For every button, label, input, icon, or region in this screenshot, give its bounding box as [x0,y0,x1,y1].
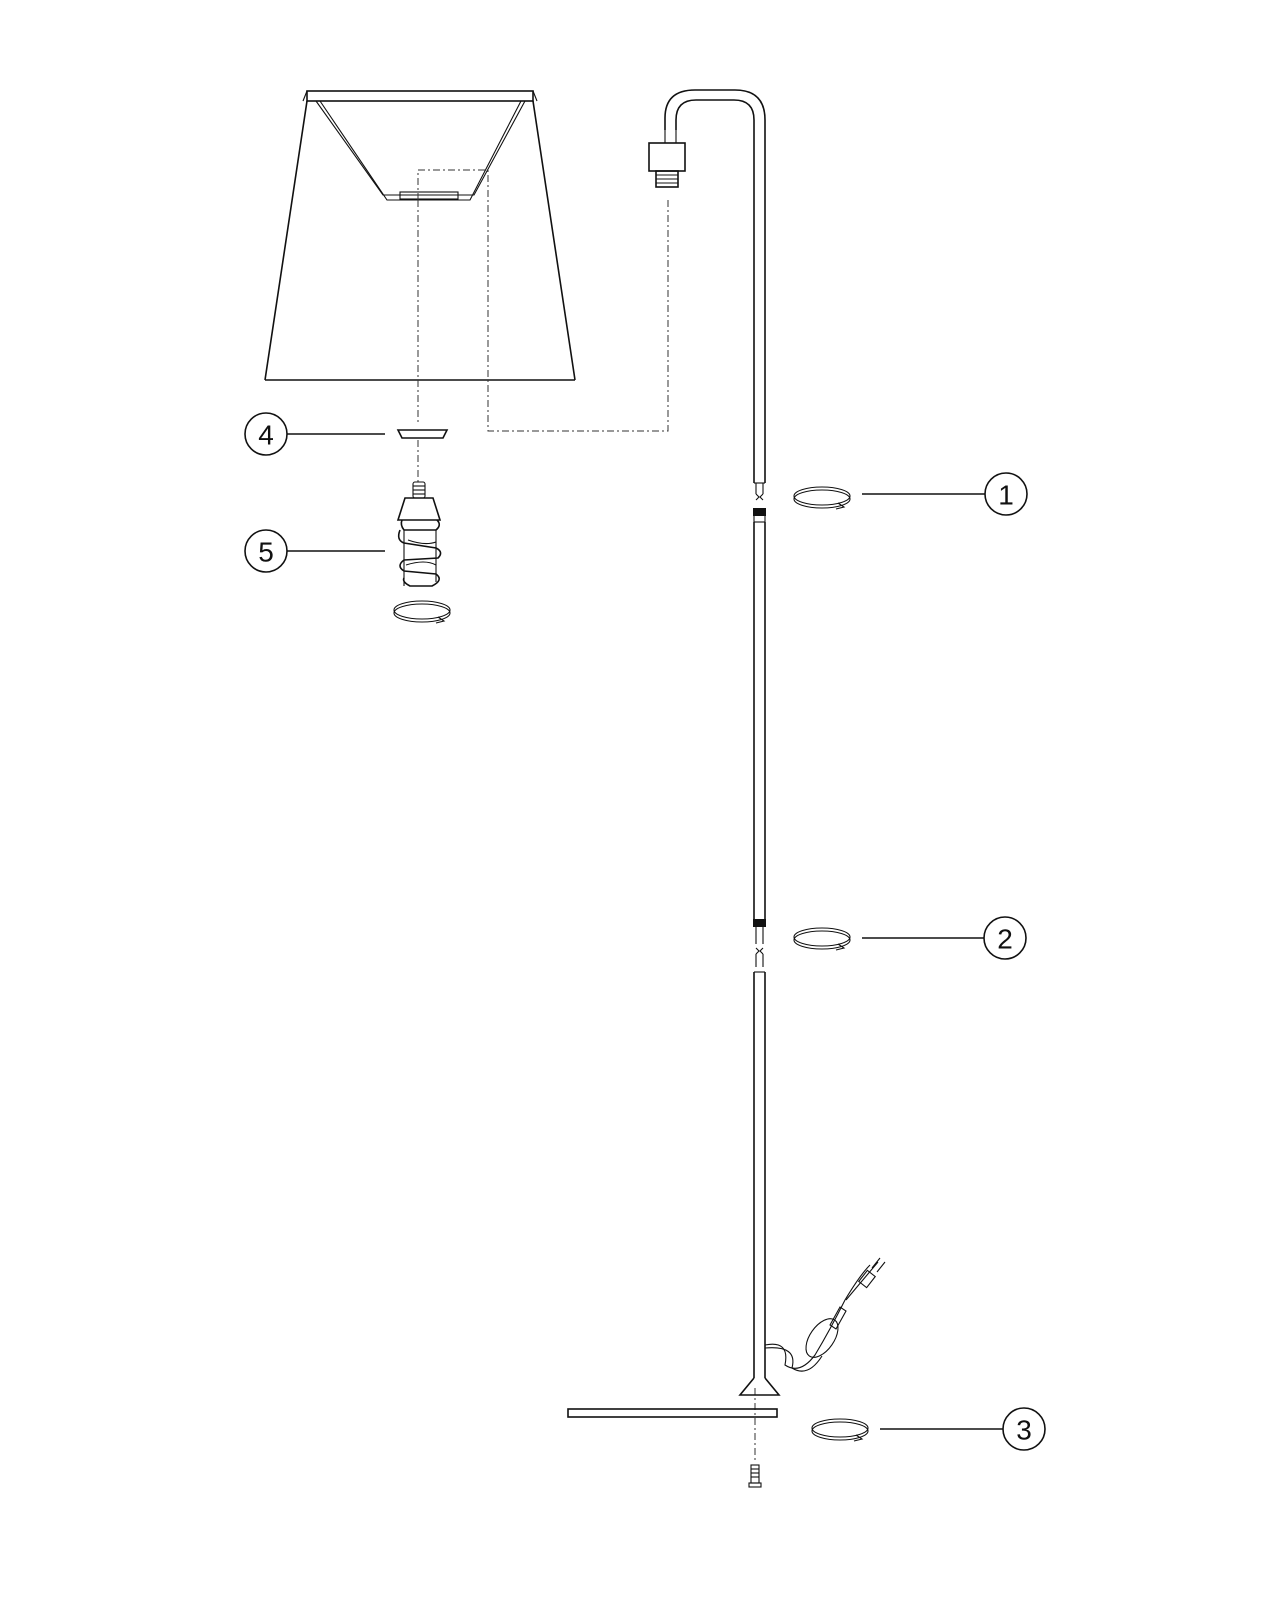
callout-5: 5 [244,529,385,573]
alignment-guides [417,169,756,1462]
rotate-arrow-icon [793,486,851,510]
lamp-pole [648,89,781,1396]
callout-4: 4 [244,412,385,456]
callout-number: 4 [258,420,274,451]
power-cord [764,1257,886,1372]
callout-number: 2 [997,924,1013,955]
shade-ring [396,429,449,439]
callout-1: 1 [862,472,1028,516]
rotate-arrow-icon [793,927,851,951]
callout-2: 2 [862,916,1027,960]
lamp-shade [264,90,576,381]
rotate-arrow-icon [393,600,451,624]
callout-number: 3 [1016,1415,1032,1446]
base-plate [567,1408,778,1418]
callout-3: 3 [880,1407,1046,1451]
rotate-arrow-icon [811,1418,869,1442]
callout-number: 1 [998,480,1014,511]
base-screw [748,1464,762,1488]
socket [648,130,686,188]
light-bulb [396,481,442,587]
callout-number: 5 [258,537,274,568]
